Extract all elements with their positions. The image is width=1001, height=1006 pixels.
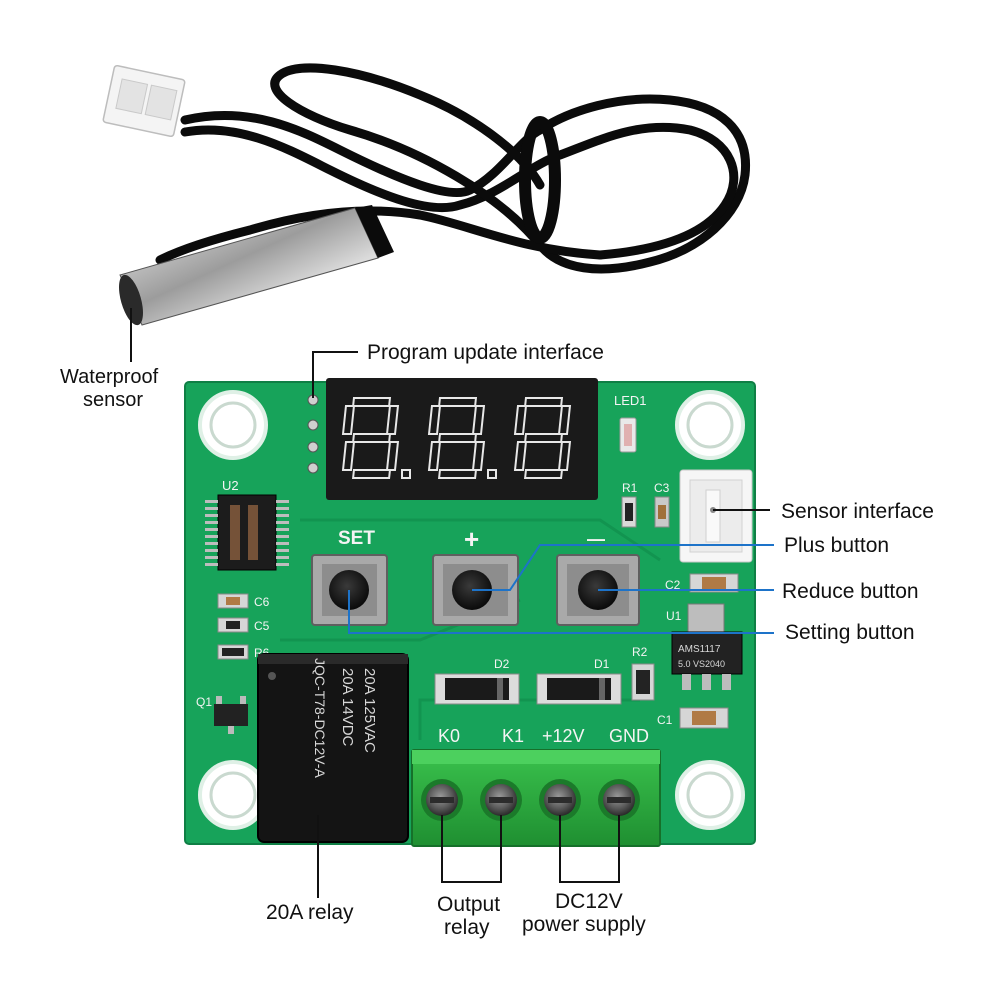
svg-text:U2: U2 bbox=[222, 478, 239, 493]
label-waterproof-sensor-1: Waterproof bbox=[60, 366, 159, 388]
svg-text:JQC-T78-DC12V-A: JQC-T78-DC12V-A bbox=[312, 658, 328, 778]
led1: LED1 bbox=[614, 393, 647, 453]
label-output-relay-1: Output bbox=[437, 893, 500, 916]
sensor-cable bbox=[155, 63, 751, 274]
label-20a-relay: 20A relay bbox=[266, 901, 354, 924]
label-setting-button: Setting button bbox=[785, 621, 915, 644]
label-sensor-interface: Sensor interface bbox=[781, 500, 934, 523]
svg-text:20A 14VDC: 20A 14VDC bbox=[339, 668, 356, 747]
r1-resistor: R1 bbox=[621, 481, 638, 528]
r6-resistor: R6 bbox=[217, 644, 270, 660]
regulator-label: AMS1117 bbox=[678, 644, 721, 655]
decimal-point bbox=[401, 469, 411, 479]
label-output-relay-2: relay bbox=[444, 916, 490, 939]
terminal-block bbox=[411, 749, 661, 847]
c1-capacitor: C1 bbox=[657, 707, 729, 729]
sensor-interface-connector bbox=[679, 469, 753, 563]
screw-terminal-k1[interactable] bbox=[480, 779, 522, 821]
screw-terminal-k0[interactable] bbox=[421, 779, 463, 821]
mounting-hole bbox=[198, 390, 268, 460]
screw-terminal-12v[interactable] bbox=[539, 779, 581, 821]
silk-k0: K0 bbox=[438, 726, 460, 746]
mounting-hole bbox=[675, 390, 745, 460]
u2-chip: U2 bbox=[205, 478, 289, 571]
svg-text:D2: D2 bbox=[494, 657, 510, 671]
silk-plus: + bbox=[464, 524, 479, 554]
svg-text:C3: C3 bbox=[654, 481, 670, 495]
silk-k1: K1 bbox=[502, 726, 524, 746]
sensor-plug bbox=[102, 64, 186, 138]
q1-transistor: Q1 bbox=[196, 695, 248, 734]
svg-text:5.0 VS2040: 5.0 VS2040 bbox=[678, 659, 725, 669]
svg-text:D1: D1 bbox=[594, 657, 610, 671]
svg-text:R1: R1 bbox=[622, 481, 638, 495]
svg-text:U1: U1 bbox=[666, 609, 682, 623]
silk-gnd: GND bbox=[609, 726, 649, 746]
label-waterproof-sensor-2: sensor bbox=[83, 389, 143, 411]
silk-set: SET bbox=[338, 528, 375, 549]
c5-capacitor: C5 bbox=[217, 617, 270, 633]
seven-segment-display bbox=[326, 378, 598, 500]
label-dc12v-2: power supply bbox=[522, 913, 646, 936]
display-digit bbox=[513, 397, 572, 479]
c3-capacitor: C3 bbox=[654, 481, 670, 528]
svg-text:C1: C1 bbox=[657, 713, 673, 727]
label-dc12v-1: DC12V bbox=[555, 890, 623, 913]
program-update-pins bbox=[307, 394, 319, 474]
label-program-update: Program update interface bbox=[367, 341, 604, 364]
silk-12v: +12V bbox=[542, 726, 585, 746]
c6-capacitor: C6 bbox=[217, 593, 270, 609]
mounting-hole bbox=[198, 760, 268, 830]
relay-20a: 20A 125VAC 20A 14VDC JQC-T78-DC12V-A bbox=[257, 653, 409, 843]
display-digit bbox=[427, 397, 497, 479]
display-digit bbox=[341, 397, 411, 479]
svg-text:20A 125VAC: 20A 125VAC bbox=[361, 668, 378, 753]
callout-lines bbox=[130, 308, 774, 898]
silk-led1: LED1 bbox=[614, 393, 647, 408]
u1-regulator: AMS1117 5.0 VS2040 U1 bbox=[666, 603, 743, 690]
svg-text:Q1: Q1 bbox=[196, 695, 212, 709]
svg-text:C6: C6 bbox=[254, 595, 270, 609]
waterproof-probe bbox=[119, 205, 394, 326]
c2-capacitor: C2 bbox=[665, 573, 739, 593]
r2-resistor: R2 bbox=[631, 645, 655, 701]
svg-text:C5: C5 bbox=[254, 619, 270, 633]
decimal-point bbox=[487, 469, 497, 479]
mounting-hole bbox=[675, 760, 745, 830]
label-reduce-button: Reduce button bbox=[782, 580, 919, 603]
screw-terminal-gnd[interactable] bbox=[598, 779, 640, 821]
svg-text:C2: C2 bbox=[665, 578, 681, 592]
d1-diode: D1 bbox=[536, 657, 622, 705]
label-plus-button: Plus button bbox=[784, 534, 889, 557]
svg-text:R2: R2 bbox=[632, 645, 648, 659]
d2-diode: D2 bbox=[434, 657, 520, 705]
